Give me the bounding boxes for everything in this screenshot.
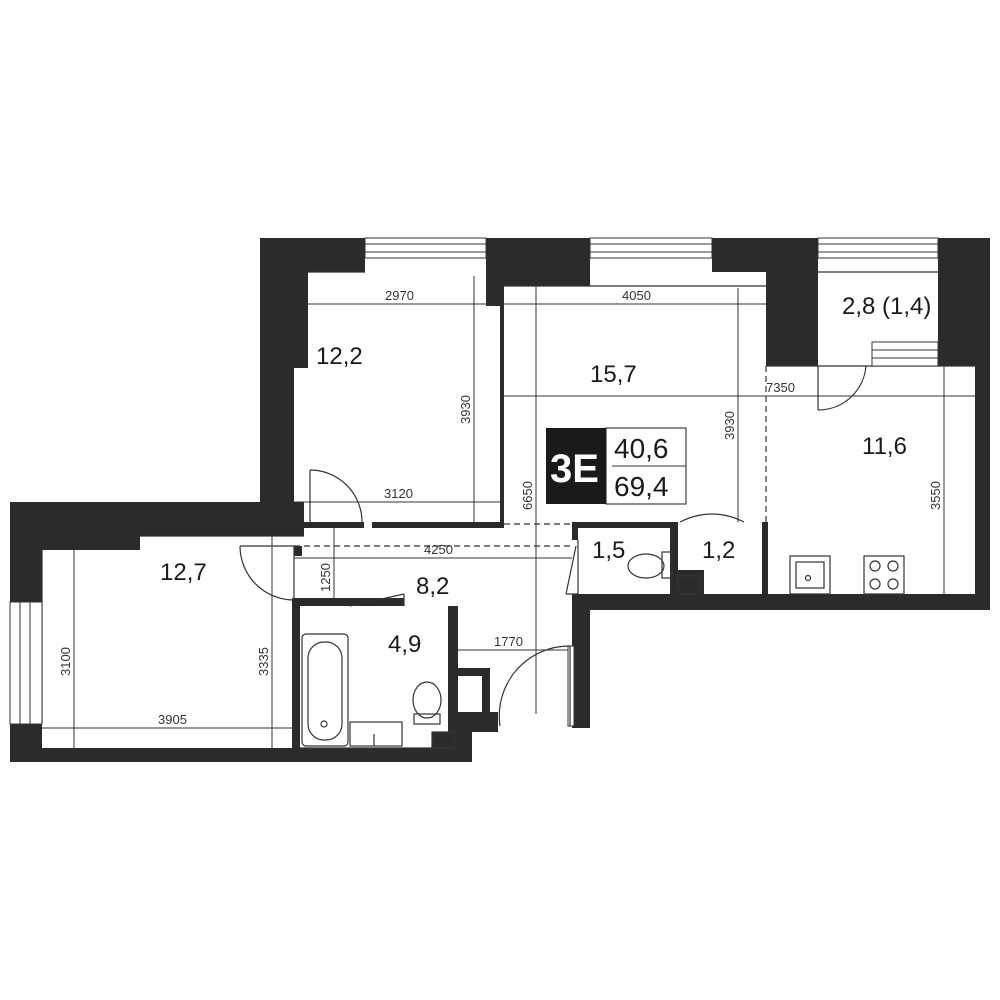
wall: [294, 546, 302, 556]
room-areas: 12,2 15,7 2,8 (1,4) 11,6 12,7 8,2 4,9 1,…: [160, 293, 931, 658]
toilet-icon: [627, 551, 673, 579]
sink-icon: [431, 731, 455, 749]
door-swing: [239, 545, 295, 601]
wall: [292, 598, 404, 606]
window: [871, 341, 939, 367]
window: [567, 645, 575, 727]
wall: [456, 668, 490, 676]
wall: [766, 342, 818, 366]
door-swing: [565, 545, 578, 595]
wall: [294, 522, 364, 528]
dim-1770: 1770: [494, 634, 523, 649]
kitchen-sink-icon: [789, 555, 831, 595]
wall: [294, 506, 304, 528]
dim-6650: 6650: [520, 481, 535, 510]
wall: [762, 522, 768, 594]
sink-icon: [677, 575, 701, 595]
dimension-labels: 2970 4050 3930 3930 7350 3550 3120 6650 …: [58, 288, 943, 727]
window: [817, 237, 939, 259]
door-swing: [679, 513, 745, 523]
wall: [292, 598, 300, 748]
badge-type: 3E: [550, 447, 599, 491]
wall: [458, 712, 498, 732]
wall: [572, 528, 578, 540]
badge-type-box: [546, 428, 606, 504]
wall: [372, 522, 504, 528]
dim-1250: 1250: [318, 563, 333, 592]
wall: [10, 748, 472, 762]
room-area-storage: 1,2: [702, 537, 735, 564]
dim-3930-a: 3930: [458, 395, 473, 424]
fixtures: [301, 551, 905, 749]
windows: [9, 237, 939, 727]
wall: [486, 238, 504, 306]
room-area-bedroom-left: 12,7: [160, 559, 207, 586]
room-area-wc: 1,5: [592, 537, 625, 564]
wall: [572, 594, 590, 728]
window: [589, 237, 713, 259]
window: [9, 601, 43, 725]
door-swing: [309, 469, 363, 523]
badge-living-area: 40,6: [614, 433, 669, 464]
dim-2970: 2970: [385, 288, 414, 303]
dim-4250: 4250: [424, 542, 453, 557]
wall: [448, 606, 458, 748]
badge-total-area: 69,4: [614, 471, 669, 502]
wall: [975, 238, 990, 610]
wall: [572, 594, 990, 610]
room-area-living: 15,7: [590, 361, 637, 388]
dim-4050: 4050: [622, 288, 651, 303]
dim-7350: 7350: [766, 380, 795, 395]
dim-3905: 3905: [158, 712, 187, 727]
dim-3930-b: 3930: [722, 411, 737, 440]
dim-3335: 3335: [256, 647, 271, 676]
interior-lines: [41, 271, 975, 749]
wall: [10, 502, 42, 602]
wall: [432, 732, 472, 762]
window: [364, 237, 487, 259]
toilet-icon: [412, 681, 442, 725]
dim-3120: 3120: [384, 486, 413, 501]
door-swing: [817, 365, 867, 411]
wall: [674, 570, 704, 594]
room-area-bathroom: 4,9: [388, 631, 421, 658]
dimension-lines: [42, 276, 975, 748]
room-area-bedroom-top: 12,2: [316, 343, 363, 370]
room-area-hall: 8,2: [416, 573, 449, 600]
dim-3550: 3550: [928, 481, 943, 510]
wall: [260, 238, 308, 368]
wall: [482, 668, 490, 718]
room-area-balcony: 2,8 (1,4): [842, 293, 931, 320]
sink-icon: [349, 721, 403, 747]
wall: [670, 522, 678, 594]
stove-icon: [863, 555, 905, 595]
wall: [572, 522, 676, 528]
door-swing: [498, 645, 571, 727]
wall: [500, 286, 504, 524]
dim-3100: 3100: [58, 647, 73, 676]
door-swing: [349, 593, 405, 607]
walls: [10, 238, 990, 762]
apartment-badge: 3E 40,6 69,4: [546, 427, 687, 505]
room-area-kitchen: 11,6: [862, 433, 907, 460]
bathtub-icon: [301, 633, 349, 747]
wall: [260, 368, 294, 506]
